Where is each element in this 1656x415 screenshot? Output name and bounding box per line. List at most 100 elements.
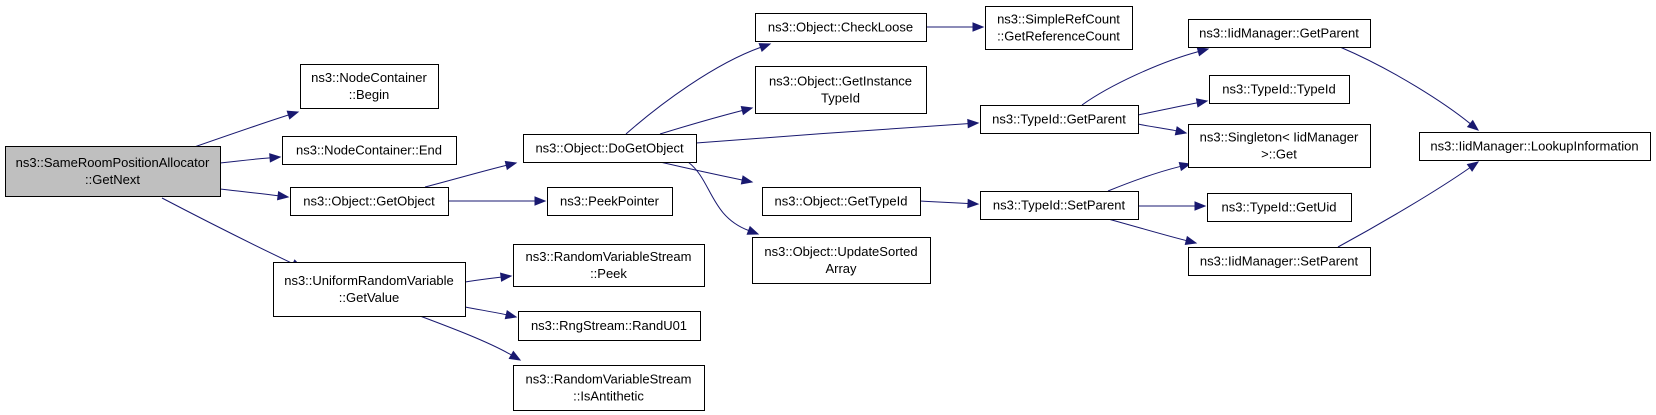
node-box [513, 244, 705, 287]
edge-obj_dogetobject-to-obj_getinstancetypeid [659, 106, 754, 135]
node-label: ::IsAntithetic [573, 389, 644, 404]
node-label: ns3::TypeId::GetUid [1222, 200, 1337, 215]
edge-root-to-nc_end [219, 153, 282, 164]
node-rng-randu01[interactable]: ns3::RngStream::RandU01 [518, 311, 701, 341]
edge-arrowhead [504, 309, 518, 320]
node-label: ns3::PeekPointer [560, 194, 660, 209]
edge-line [659, 161, 743, 181]
edge-typeid_setparent-to-singleton_get [1107, 161, 1192, 192]
node-typeid-setparent[interactable]: ns3::TypeId::SetParent [980, 191, 1139, 220]
edge-line [419, 315, 512, 356]
edge-line [659, 110, 743, 135]
node-singleton-get[interactable]: ns3::Singleton< IidManager >::Get [1188, 124, 1371, 168]
edge-arrowhead [1466, 161, 1480, 172]
node-label: Array [825, 261, 857, 276]
edge-line [464, 276, 502, 283]
node-typeid-getparent[interactable]: ns3::TypeId::GetParent [980, 105, 1139, 134]
node-src-getreferencecount[interactable]: ns3::SimpleRefCount::GetReferenceCount [985, 6, 1133, 50]
edge-line [219, 157, 271, 164]
node-label: ns3::IidManager::LookupInformation [1430, 139, 1638, 154]
edge-arrowhead [1194, 201, 1207, 211]
node-obj-getobject[interactable]: ns3::Object::GetObject [290, 187, 449, 216]
edge-obj_dogetobject-to-obj_gettypeid [659, 161, 754, 185]
node-box [300, 64, 439, 109]
node-box [1188, 247, 1371, 276]
edge-arrowhead [1184, 235, 1198, 246]
node-label: ns3::Object::GetInstance [769, 74, 912, 89]
node-root[interactable]: ns3::SameRoomPositionAllocator::GetNext [5, 146, 221, 197]
node-box [1188, 19, 1371, 48]
node-label: ns3::Singleton< IidManager [1200, 130, 1359, 145]
node-box [518, 311, 701, 341]
edge-obj_getobject-to-peekpointer [448, 196, 547, 206]
node-iidm-setparent[interactable]: ns3::IidManager::SetParent [1188, 247, 1371, 276]
edge-urv_getvalue-to-rvs_peek [464, 272, 513, 283]
node-rvs-peek[interactable]: ns3::RandomVariableStream::Peek [513, 244, 705, 287]
node-box [547, 187, 673, 216]
edge-line [1339, 46, 1471, 125]
node-label: ns3::NodeContainer [311, 70, 427, 85]
edge-line [687, 161, 749, 231]
edge-typeid_setparent-to-typeid_getuid [1138, 201, 1207, 211]
edge-arrowhead [1466, 119, 1480, 131]
node-box [513, 365, 705, 411]
node-rvs-isantithetic[interactable]: ns3::RandomVariableStream::IsAntithetic [513, 365, 705, 411]
node-iidm-lookupinformation[interactable]: ns3::IidManager::LookupInformation [1419, 132, 1651, 161]
node-typeid-getuid[interactable]: ns3::TypeId::GetUid [1207, 193, 1352, 222]
edge-arrowhead [758, 43, 772, 52]
edge-obj_dogetobject-to-obj_updatesortedarray [687, 161, 760, 235]
edge-line [161, 197, 294, 265]
node-label: ::Begin [349, 87, 389, 102]
node-nc-end[interactable]: ns3::NodeContainer::End [282, 136, 457, 165]
node-label: ns3::Object::GetObject [303, 194, 435, 209]
node-box [282, 136, 457, 165]
node-iidm-getparent[interactable]: ns3::IidManager::GetParent [1188, 19, 1371, 48]
node-box [523, 134, 697, 163]
node-obj-gettypeid[interactable]: ns3::Object::GetTypeId [762, 187, 921, 216]
edge-arrowhead [967, 118, 980, 129]
node-label: ns3::TypeId::TypeId [1222, 82, 1335, 97]
node-label: >::Get [1261, 147, 1297, 162]
node-peekpointer[interactable]: ns3::PeekPointer [547, 187, 673, 216]
edge-obj_gettypeid-to-typeid_setparent [919, 198, 980, 209]
node-box [755, 66, 927, 114]
node-label: ns3::RandomVariableStream [526, 249, 692, 264]
edge-arrowhead [1196, 47, 1210, 57]
node-label: ns3::IidManager::SetParent [1200, 254, 1359, 269]
edge-line [1137, 102, 1198, 116]
node-label: ::Peek [590, 266, 627, 281]
node-box [1419, 132, 1651, 161]
node-label: ns3::Object::UpdateSorted [764, 244, 917, 259]
node-obj-checkloose[interactable]: ns3::Object::CheckLoose [755, 13, 927, 42]
edge-typeid_getparent-to-singleton_get [1137, 123, 1188, 136]
edge-line [1107, 218, 1187, 242]
node-box [1209, 75, 1350, 104]
node-obj-dogetobject[interactable]: ns3::Object::DoGetObject [523, 134, 697, 163]
node-box [985, 6, 1133, 50]
node-box [290, 187, 449, 216]
node-label: TypeId [821, 91, 860, 106]
edge-arrowhead [508, 350, 522, 361]
edge-obj_dogetobject-to-obj_checkloose [625, 43, 772, 135]
node-nc-begin[interactable]: ns3::NodeContainer::Begin [300, 64, 439, 109]
node-label: ns3::TypeId::GetParent [992, 112, 1126, 127]
node-label: ns3::RandomVariableStream [526, 372, 692, 387]
edge-line [1081, 51, 1199, 106]
node-box [980, 191, 1139, 220]
edge-typeid_setparent-to-iidm_setparent [1107, 218, 1198, 246]
edge-arrowhead [269, 153, 282, 163]
edge-arrowhead [504, 160, 518, 171]
edge-line [219, 188, 279, 197]
edge-obj_getobject-to-obj_dogetobject [424, 160, 518, 188]
nodes-layer: ns3::SameRoomPositionAllocator::GetNextn… [5, 6, 1651, 411]
node-box [762, 187, 921, 216]
node-urv-getvalue[interactable]: ns3::UniformRandomVariable::GetValue [273, 262, 466, 317]
node-box [5, 146, 221, 197]
edge-root-to-urv_getvalue [161, 197, 304, 269]
edge-urv_getvalue-to-rng_randu01 [464, 306, 518, 320]
node-typeid-typeid[interactable]: ns3::TypeId::TypeId [1209, 75, 1350, 104]
node-label: ns3::UniformRandomVariable [284, 273, 454, 288]
